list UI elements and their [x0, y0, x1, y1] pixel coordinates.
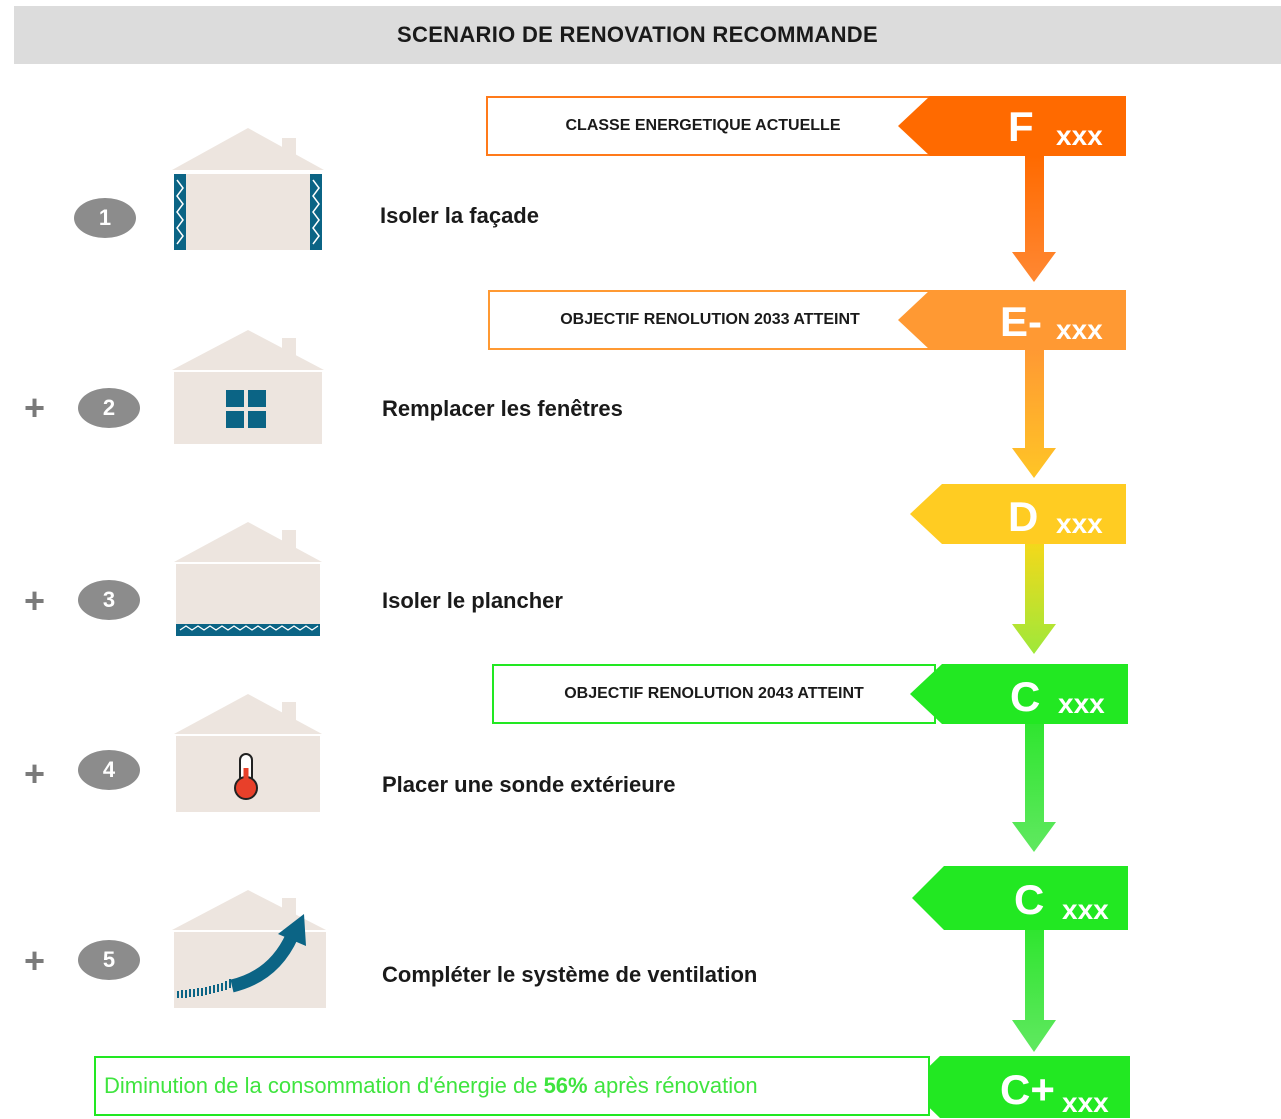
class-tag-d-value: xxx [1056, 508, 1103, 539]
step-4-number: 4 [78, 750, 140, 790]
step-4-plus: + [24, 753, 46, 794]
step-1-number: 1 [74, 198, 136, 238]
energy-saving-summary: Diminution de la consommation d'énergie … [94, 1056, 930, 1116]
house-thermometer-icon [174, 694, 322, 812]
class-tag-c-2-value: xxx [1062, 894, 1109, 925]
callout-objective-2043: OBJECTIF RENOLUTION 2043 ATTEINT [492, 664, 936, 724]
callout-current-class: CLASSE ENERGETIQUE ACTUELLE [486, 96, 930, 156]
arrow-e-to-d [1012, 350, 1056, 478]
class-tag-f: F xxx [898, 96, 1126, 156]
class-tag-c-1-shape [910, 664, 1128, 724]
class-tag-c-1-letter: C [1010, 673, 1041, 720]
callout-objective-2033-text: OBJECTIF RENOLUTION 2033 ATTEINT [560, 311, 860, 328]
class-tag-c-1: C xxx [910, 664, 1128, 724]
house-windows-icon [172, 330, 324, 444]
class-tag-e-value: xxx [1056, 314, 1103, 345]
step-5-label: Compléter le système de ventilation [382, 962, 758, 987]
summary-text-after: après rénovation [587, 1073, 758, 1098]
class-tag-f-letter: F [1008, 103, 1034, 150]
arrow-c-to-c [1012, 722, 1056, 852]
house-ventilation-icon [172, 890, 326, 1008]
arrow-c-to-cplus [1012, 928, 1056, 1052]
class-tag-c-2-letter: C [1014, 876, 1045, 923]
class-tag-f-value: xxx [1056, 120, 1103, 151]
arrow-f-to-e [1012, 156, 1056, 282]
class-tag-c-2-shape [912, 866, 1128, 930]
class-tag-f-shape [898, 96, 1126, 156]
callout-objective-2043-text: OBJECTIF RENOLUTION 2043 ATTEINT [564, 685, 864, 702]
step-3-plus: + [24, 580, 46, 621]
callout-current-class-text: CLASSE ENERGETIQUE ACTUELLE [565, 117, 841, 134]
summary-text-before: Diminution de la consommation d'énergie … [104, 1073, 544, 1098]
class-tag-c-2: C xxx [912, 866, 1128, 930]
page-title: SCENARIO DE RENOVATION RECOMMANDE [397, 22, 878, 47]
class-tag-d: D xxx [910, 484, 1126, 544]
step-3-number: 3 [78, 580, 140, 620]
flow-arrows [1012, 156, 1056, 1052]
class-tag-d-letter: D [1008, 493, 1039, 540]
class-tag-e-shape [898, 290, 1126, 350]
class-tag-c-1-value: xxx [1058, 688, 1105, 719]
class-tag-cplus: C+ xxx [908, 1056, 1130, 1118]
class-tag-cplus-shape [908, 1056, 1130, 1118]
class-tag-cplus-letter: C+ [1000, 1066, 1055, 1113]
step-2-label: Remplacer les fenêtres [382, 396, 623, 421]
step-4-label: Placer une sonde extérieure [382, 772, 676, 797]
step-2-plus: + [24, 387, 46, 428]
step-5-plus: + [24, 940, 46, 981]
callout-objective-2033: OBJECTIF RENOLUTION 2033 ATTEINT [488, 290, 932, 350]
class-tag-e: E- xxx [898, 290, 1126, 350]
class-tag-cplus-value: xxx [1062, 1087, 1109, 1118]
step-1-label: Isoler la façade [380, 203, 539, 228]
step-5-number: 5 [78, 940, 140, 980]
arrow-d-to-c [1012, 542, 1056, 654]
step-3-label: Isoler le plancher [382, 588, 563, 613]
house-facade-insulation-icon [172, 128, 324, 250]
summary-percent: 56% [543, 1073, 588, 1098]
page-header: SCENARIO DE RENOVATION RECOMMANDE [14, 6, 1281, 64]
class-tag-e-letter: E- [1000, 298, 1042, 345]
house-floor-insulation-icon [174, 522, 322, 636]
class-tag-d-shape [910, 484, 1126, 544]
step-2-number: 2 [78, 388, 140, 428]
